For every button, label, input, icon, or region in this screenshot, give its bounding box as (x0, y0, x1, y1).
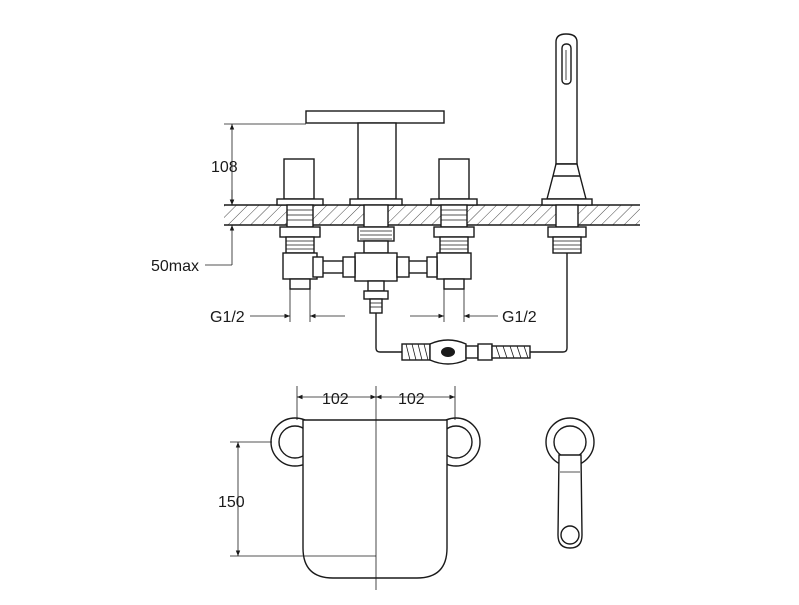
dimension-height-label: 108 (211, 159, 238, 176)
dimension-spacing-right-label: 102 (398, 391, 425, 408)
hand-shower (541, 33, 593, 254)
shower-hose (375, 253, 568, 365)
dimension-thread-left-label: G1/2 (210, 309, 245, 326)
left-valve (276, 158, 324, 290)
top-view (270, 386, 481, 590)
dimension-thread-right: G1/2 (410, 289, 537, 326)
dimension-spacing: 102 102 (296, 386, 456, 420)
dimension-thread-left: G1/2 (210, 289, 345, 326)
dimension-deck-thickness: 50max (151, 190, 235, 275)
dimension-deck-label: 50max (151, 258, 199, 275)
spout (305, 110, 445, 314)
dimension-depth: 150 (218, 441, 376, 557)
connecting-pipes (312, 256, 438, 278)
dimension-thread-right-label: G1/2 (502, 309, 537, 326)
hand-shower-top-view (545, 417, 595, 549)
right-valve (430, 158, 478, 290)
dimension-depth-label: 150 (218, 494, 245, 511)
dimension-spacing-left-label: 102 (322, 391, 349, 408)
